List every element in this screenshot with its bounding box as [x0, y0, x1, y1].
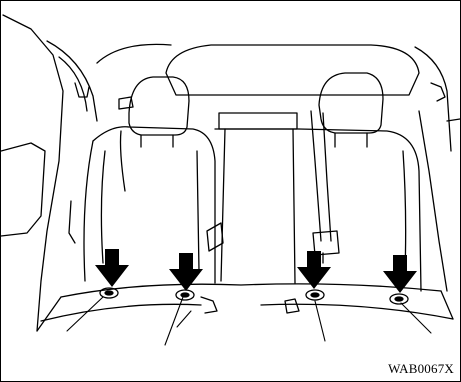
callout-lines — [67, 297, 431, 345]
cabin-outline — [1, 15, 460, 331]
left-headrest — [129, 77, 189, 147]
down-arrow-icon — [95, 249, 129, 287]
figure-code: WAB0067X — [388, 361, 454, 377]
left-seatback — [84, 127, 223, 283]
center-seatback — [215, 113, 299, 283]
down-arrow-icon — [169, 253, 203, 291]
seat-cushion — [37, 284, 453, 331]
right-headrest — [319, 73, 383, 147]
anchor-points — [100, 288, 408, 304]
